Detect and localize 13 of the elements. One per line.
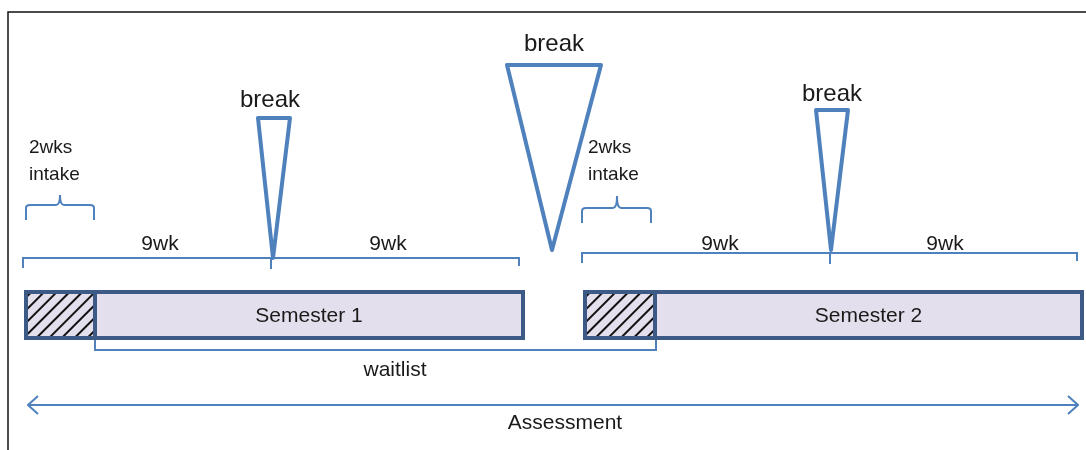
duration-label: 2wks intake: [29, 135, 81, 186]
duration-label: 2wks intake: [588, 135, 640, 186]
bar-label: Semester 1: [255, 303, 363, 327]
duration-label: 9wk: [700, 230, 740, 256]
bar-label: Semester 2: [814, 303, 923, 327]
break-label: break: [522, 28, 585, 58]
duration-label: 9wk: [368, 230, 408, 256]
break-label: break: [238, 84, 301, 114]
duration-label: 9wk: [925, 230, 965, 256]
bracket-label: waitlist: [362, 356, 428, 382]
break-label: break: [800, 78, 863, 108]
duration-label: 9wk: [140, 230, 180, 256]
axis-label: Assessment: [506, 409, 624, 435]
